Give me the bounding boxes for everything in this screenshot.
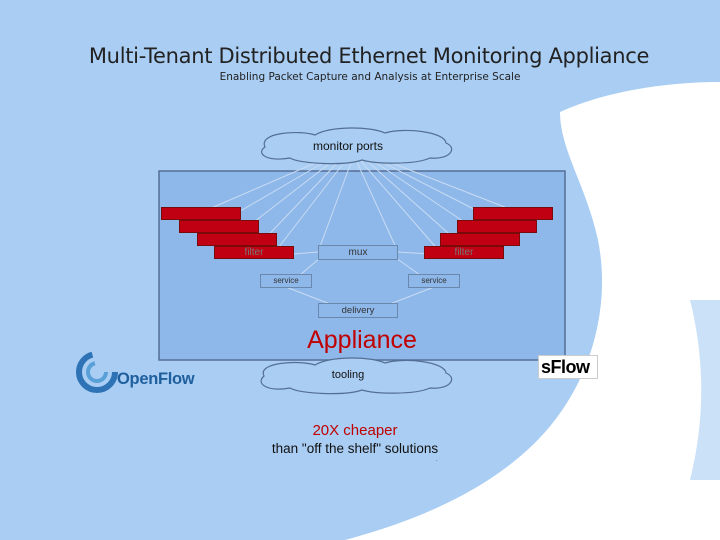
page-title: Multi-Tenant Distributed Ethernet Monito… [88,44,650,68]
cheaper-callout: 20X cheaper [312,422,398,439]
sflow-logo-text: sFlow [541,357,590,377]
blue-swoosh-fold [690,300,720,480]
delivery-box: delivery [318,303,398,318]
stray-dot: . [436,457,438,463]
service-left-box: service [260,274,312,288]
filter-left: filter [214,246,294,259]
openflow-logo: OpenFlow [77,352,197,392]
appliance-box [158,170,566,361]
tooling-cloud [260,357,453,395]
filter-bar-right-2 [457,220,537,233]
mux-label: mux [348,247,368,258]
fan-lines [199,159,521,305]
sflow-logo: sFlow [538,355,598,379]
filter-bar-right-3 [440,233,520,246]
white-swoosh-shape [345,81,720,540]
filter-bar-left-1 [161,207,241,220]
filter-right: filter [424,246,504,259]
service-right-box: service [408,274,460,288]
monitor-ports-label: monitor ports [312,139,384,153]
comparison-text: than "off the shelf" solutions [271,441,439,456]
monitor-ports-cloud [260,127,453,165]
mux-box: mux [318,245,398,260]
filter-right-label: filter [454,247,474,258]
service-right-label: service [421,276,447,285]
page-subtitle: Enabling Packet Capture and Analysis at … [219,71,521,83]
tooling-label: tooling [331,369,365,381]
filter-bar-left-2 [179,220,259,233]
filter-left-label: filter [244,247,264,258]
openflow-logo-text: OpenFlow [117,370,195,388]
service-left-label: service [273,276,299,285]
appliance-label: Appliance [307,326,417,354]
delivery-label: delivery [341,305,375,316]
openflow-swirl-icon [76,351,118,393]
filter-bar-right-1 [473,207,553,220]
filter-bar-left-3 [197,233,277,246]
